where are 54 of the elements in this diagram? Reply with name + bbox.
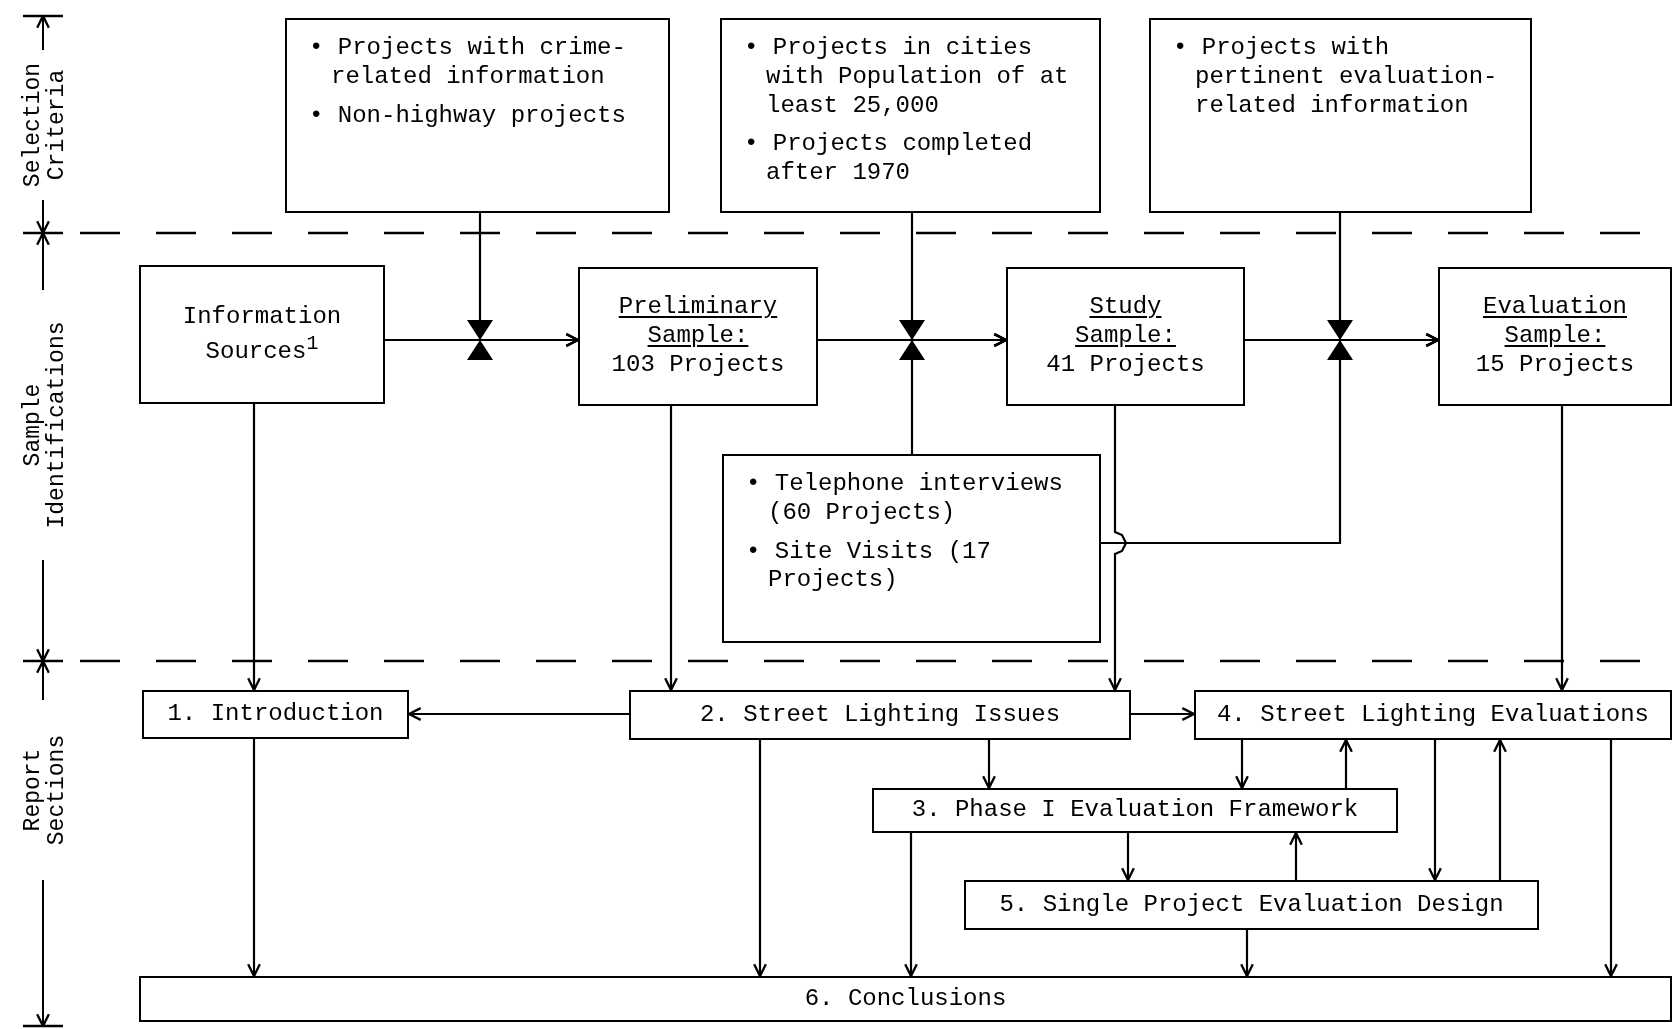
box-label: 41 Projects: [1046, 350, 1205, 380]
box-label: 5. Single Project Evaluation Design: [999, 890, 1504, 920]
box-label: 6. Conclusions: [804, 984, 1007, 1014]
arrow: [247, 739, 261, 978]
arrow: [753, 740, 767, 978]
arrow: [910, 333, 1008, 454]
box-label: 4. Street Lighting Evaluations: [1216, 700, 1650, 730]
bullet-item: • Projects with crime-related information: [309, 34, 627, 92]
process-box: [139, 265, 385, 404]
process-box: [578, 267, 818, 406]
bullet-item: • Projects with pertinent evaluation-related information: [1173, 34, 1499, 121]
arrow: [1121, 833, 1135, 882]
process-box: [720, 18, 1101, 213]
process-box: [964, 880, 1539, 930]
box-label: Information Sources$^{1}$: [181, 302, 343, 367]
arrow: [247, 404, 261, 692]
box-heading: Preliminary Sample:: [617, 293, 779, 351]
bullet-item: • Site Visits (17 Projects): [746, 537, 992, 596]
arrow: [1101, 333, 1440, 545]
process-box: [139, 976, 1672, 1022]
box-heading: Study Sample:: [1074, 293, 1177, 351]
process-box: [1194, 690, 1672, 740]
box-label: 103 Projects: [611, 350, 785, 380]
arrow: [478, 213, 580, 347]
box-label: 15 Projects: [1475, 350, 1635, 380]
bullet-item: • Telephone interviews (60 Projects): [746, 470, 1064, 528]
process-box: [872, 788, 1398, 833]
arrow: [1493, 738, 1507, 880]
process-box: [722, 454, 1101, 643]
bullet-item: • Projects in cities with Population of at least 25,000: [744, 34, 1070, 121]
arrow: [1131, 707, 1196, 721]
process-box: [285, 18, 670, 213]
arrow: [1289, 831, 1303, 880]
arrow: [1235, 740, 1249, 790]
box-label: 3. Phase I Evaluation Framework: [911, 796, 1359, 825]
process-box: [629, 690, 1131, 740]
arrow: [982, 740, 996, 790]
bullet-item: • Non-highway projects: [309, 101, 627, 131]
box-heading: Evaluation Sample:: [1482, 293, 1628, 351]
bullet-item: • Projects completed after 1970: [744, 130, 1034, 188]
arrow: [904, 833, 918, 978]
process-box: [1149, 18, 1532, 213]
arrow: [1555, 406, 1569, 692]
arrow: [1339, 738, 1353, 788]
box-label: 2. Street Lighting Issues: [699, 700, 1061, 730]
arrow: [664, 406, 678, 692]
process-box: [142, 690, 409, 739]
arrow: [1240, 930, 1254, 978]
process-box: [1006, 267, 1245, 406]
process-box: [1438, 267, 1672, 406]
arrow: [1604, 740, 1618, 978]
arrow: [1108, 406, 1128, 692]
arrow: [1428, 740, 1442, 882]
box-label: 1. Introduction: [167, 700, 384, 729]
